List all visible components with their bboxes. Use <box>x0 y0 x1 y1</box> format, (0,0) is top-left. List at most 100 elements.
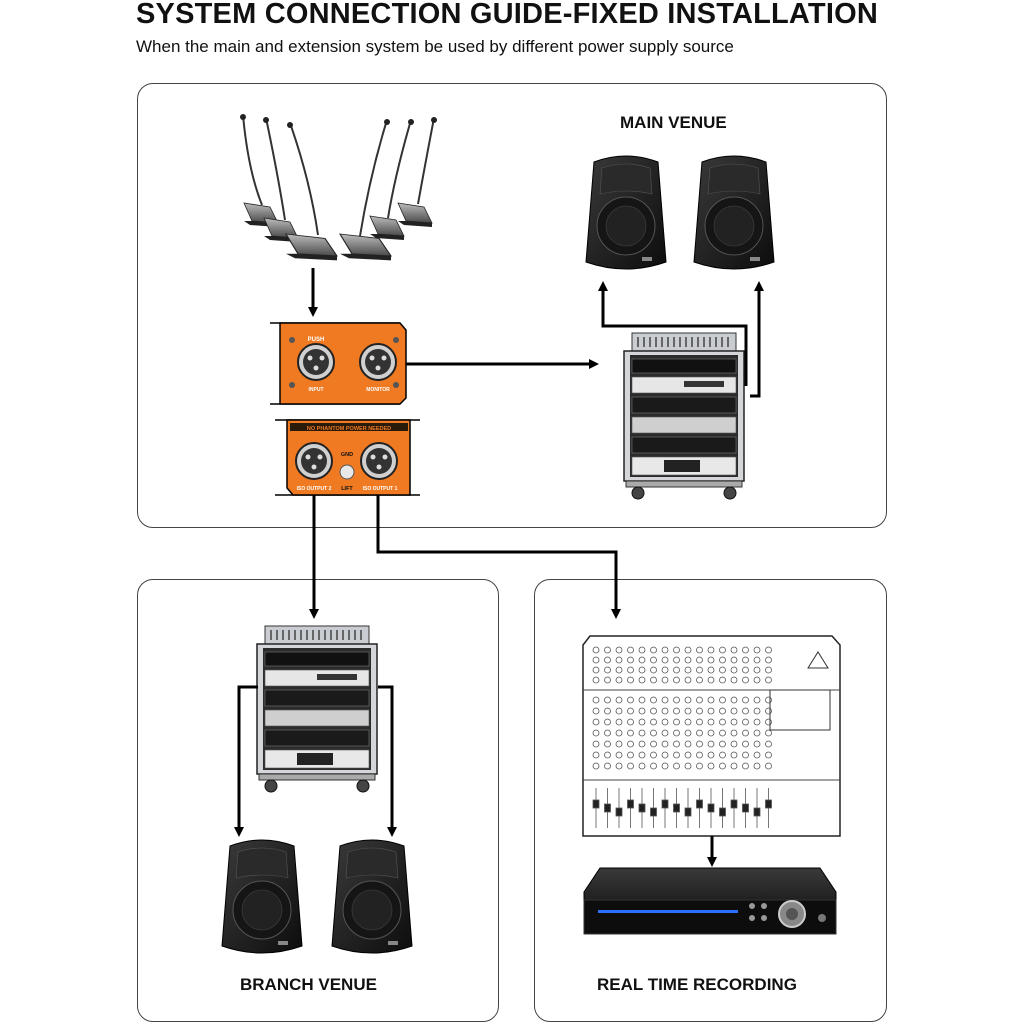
lift-label: LIFT <box>341 486 353 492</box>
console-knob <box>742 676 749 684</box>
console-knob <box>592 646 600 654</box>
console-knob <box>604 676 611 684</box>
console-knob <box>638 676 646 684</box>
console-knob <box>696 707 703 715</box>
gnd-label: GND <box>341 452 353 458</box>
console-knob <box>765 729 772 737</box>
console-knob <box>638 718 646 726</box>
console-knob <box>615 696 623 704</box>
console-knob <box>742 751 749 759</box>
console-knob <box>604 718 611 726</box>
console-knob <box>650 729 657 737</box>
console-knob <box>707 676 715 684</box>
console-knob <box>707 646 715 654</box>
console-knob <box>627 656 634 664</box>
main-venue-rack <box>623 332 745 500</box>
console-knob <box>696 696 703 704</box>
console-knob <box>627 646 634 654</box>
console-knob <box>673 740 680 748</box>
console-knob <box>627 751 634 759</box>
console-knob <box>730 762 738 770</box>
console-knob <box>742 666 749 674</box>
console-knob <box>707 656 715 664</box>
console-knob <box>673 729 680 737</box>
console-knob <box>719 676 726 684</box>
console-fader-cap <box>719 807 726 817</box>
console-fader-cap <box>673 803 680 813</box>
console-knob <box>765 676 772 684</box>
console-knob <box>638 740 646 748</box>
console-knob <box>615 676 623 684</box>
input-label: INPUT <box>309 387 324 393</box>
console-knob <box>604 762 611 770</box>
console-knob <box>742 646 749 654</box>
console-fader-cap <box>627 799 634 809</box>
console-knob <box>661 718 669 726</box>
console-knob <box>742 656 749 664</box>
console-knob <box>684 676 692 684</box>
console-knob <box>765 646 772 654</box>
console-knob <box>592 740 600 748</box>
console-knob <box>696 718 703 726</box>
console-knob <box>673 676 680 684</box>
page-subtitle: When the main and extension system be us… <box>136 37 734 56</box>
console-knob <box>650 696 657 704</box>
console-knob <box>742 707 749 715</box>
console-knob <box>592 656 600 664</box>
console-knob <box>592 666 600 674</box>
branch-venue-label: BRANCH VENUE <box>240 975 377 994</box>
console-knob <box>719 666 726 674</box>
console-knob <box>707 666 715 674</box>
console-knob <box>661 751 669 759</box>
console-knob <box>696 676 703 684</box>
console-knob <box>592 676 600 684</box>
console-knob <box>638 707 646 715</box>
console-knob <box>592 729 600 737</box>
mixing-console <box>582 635 841 837</box>
console-knob <box>765 656 772 664</box>
console-knob <box>604 707 611 715</box>
console-knob <box>696 762 703 770</box>
console-knob <box>707 729 715 737</box>
console-knob <box>661 696 669 704</box>
console-knob <box>753 729 761 737</box>
console-knob <box>730 729 738 737</box>
console-knob <box>742 696 749 704</box>
main-venue-panel <box>137 83 887 528</box>
console-knob <box>684 718 692 726</box>
console-fader-cap <box>730 799 738 809</box>
console-knob <box>707 696 715 704</box>
console-knob <box>615 656 623 664</box>
console-knob <box>753 656 761 664</box>
console-knob <box>627 696 634 704</box>
console-knob <box>673 666 680 674</box>
console-knob <box>615 740 623 748</box>
console-knob <box>719 762 726 770</box>
console-fader-cap <box>650 807 657 817</box>
dvd-recorder <box>583 867 837 935</box>
console-knob <box>604 696 611 704</box>
console-fader-cap <box>661 799 669 809</box>
mic-splitter-top: PUSH INPUT MONITOR <box>270 322 407 405</box>
console-knob <box>650 751 657 759</box>
console-knob <box>707 740 715 748</box>
console-knob <box>661 707 669 715</box>
branch-venue-rack <box>256 625 378 793</box>
console-knob <box>615 707 623 715</box>
console-knob <box>638 646 646 654</box>
console-knob <box>592 751 600 759</box>
console-fader-cap <box>592 799 600 809</box>
console-knob <box>696 740 703 748</box>
console-knob <box>696 656 703 664</box>
console-knob <box>650 646 657 654</box>
console-knob <box>673 718 680 726</box>
console-knob <box>684 762 692 770</box>
console-fader-cap <box>684 807 692 817</box>
console-knob <box>730 696 738 704</box>
console-knob <box>604 740 611 748</box>
console-knob <box>661 646 669 654</box>
page-title: SYSTEM CONNECTION GUIDE-FIXED INSTALLATI… <box>136 0 878 30</box>
console-knob <box>615 729 623 737</box>
console-knob <box>650 762 657 770</box>
